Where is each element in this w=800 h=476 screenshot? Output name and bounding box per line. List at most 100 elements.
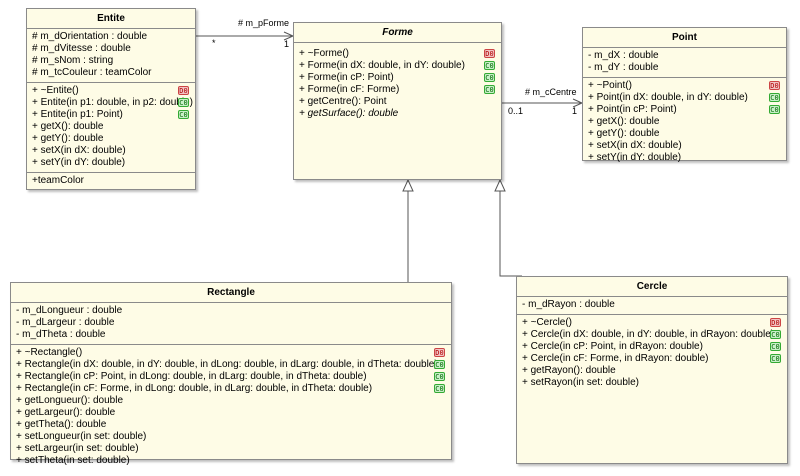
operation-text: + Cercle(in dX: double, in dY: double, i… — [522, 329, 775, 340]
operation: + Point(in dX: double, in dY: double) C0 — [583, 92, 786, 104]
attribute: - m_dTheta : double — [16, 329, 106, 340]
attribute: # m_dOrientation : double — [32, 31, 148, 42]
destructor-badge: D0 — [178, 86, 189, 95]
attributes-section: - m_dRayon : double — [517, 297, 787, 315]
operation-text: + Rectangle(in cF: Forme, in dLong: doub… — [16, 383, 373, 394]
generalization-cercle-forme — [499, 191, 522, 277]
operation: + Rectangle(in cF: Forme, in dLong: doub… — [11, 383, 451, 395]
constructor-badge: C0 — [178, 98, 189, 107]
operation: + ~Entite() D0 — [27, 85, 195, 97]
class-rectangle[interactable]: Rectangle - m_dLongueur : double - m_dLa… — [10, 282, 452, 466]
operation: + getY(): double — [588, 128, 660, 139]
attribute: # m_tcCouleur : teamColor — [32, 67, 152, 78]
operations-section: + ~Forme() D0 + Forme(in dX: double, in d… — [294, 43, 501, 123]
operation: + setY(in dY: double) — [32, 157, 126, 168]
attributes-section: - m_dLongueur : double - m_dLargeur : do… — [11, 303, 451, 345]
operation-text: + Forme(in cP: Point) — [299, 72, 394, 83]
operation-text: + ~Rectangle() — [16, 347, 83, 358]
operation: + Forme(in cF: Forme) C0 — [294, 84, 501, 96]
operation: + Cercle(in dX: double, in dY: double, i… — [517, 329, 787, 341]
operation: + setLongueur(in set: double) — [16, 431, 147, 442]
operations-section: + ~Point() D0 + Point(in dX: double, in d… — [583, 78, 786, 167]
operation: + ~Forme() D0 — [294, 48, 501, 60]
attribute: - m_dX : double — [588, 50, 659, 61]
attributes-section: # m_dOrientation : double # m_dVitesse :… — [27, 29, 195, 83]
operation-text: + Forme(in dX: double, in dY: double) — [299, 60, 465, 71]
attribute: # m_dVitesse : double — [32, 43, 131, 54]
constructor-badge: C0 — [484, 85, 495, 94]
attribute: - m_dLongueur : double — [16, 305, 123, 316]
constructor-badge: C0 — [178, 110, 189, 119]
constructor-badge: C0 — [434, 360, 445, 369]
operation: + Entite(in p1: Point) C0 — [27, 109, 195, 121]
attributes-section: - m_dX : double - m_dY : double — [583, 48, 786, 78]
class-name: Cercle — [517, 277, 787, 297]
attribute: - m_dY : double — [588, 62, 659, 73]
class-forme[interactable]: Forme + ~Forme() D0 + Forme(in dX: double… — [293, 22, 502, 180]
attribute: - m_dLargeur : double — [16, 317, 115, 328]
constructor-badge: C0 — [484, 73, 495, 82]
operation-text: + Rectangle(in cP: Point, in dLong: doub… — [16, 371, 367, 382]
operation: + getLargeur(): double — [16, 407, 116, 418]
operation: + getTheta(): double — [16, 419, 107, 430]
attribute: - m_dRayon : double — [522, 299, 615, 310]
operation: + setX(in dX: double) — [588, 140, 682, 151]
operation: + setLargeur(in set: double) — [16, 443, 139, 454]
constructor-badge: C0 — [769, 93, 780, 102]
operation: + getY(): double — [32, 133, 104, 144]
constructor-badge: C0 — [770, 342, 781, 351]
destructor-badge: D0 — [769, 81, 780, 90]
constructor-badge: C0 — [484, 61, 495, 70]
constructor-badge: C0 — [770, 354, 781, 363]
class-name: Forme — [294, 23, 501, 43]
operation-text: + Point(in dX: double, in dY: double) — [588, 92, 748, 103]
operations-section: + ~Rectangle() D0 + Rectangle(in dX: doub… — [11, 345, 451, 470]
operation-text: + Cercle(in cF: Forme, in dRayon: double… — [522, 353, 709, 364]
operation-text: + ~Cercle() — [522, 317, 573, 328]
destructor-badge: D0 — [484, 49, 495, 58]
operation: + setX(in dX: double) — [32, 145, 126, 156]
operation-text: + ~Entite() — [32, 85, 79, 96]
operation-text: + Point(in cP: Point) — [588, 104, 677, 115]
operation: + ~Cercle() D0 — [517, 317, 787, 329]
abstract-operation: + getSurface(): double — [299, 108, 399, 119]
extra-section: +teamColor — [27, 173, 195, 190]
operation: + setRayon(in set: double) — [522, 377, 640, 388]
operation: + setY(in dY: double) — [588, 152, 682, 163]
operation: + getRayon(): double — [522, 365, 616, 376]
operation: + Cercle(in cF: Forme, in dRayon: double… — [517, 353, 787, 365]
extra-item: +teamColor — [32, 175, 84, 186]
operation: + ~Point() D0 — [583, 80, 786, 92]
operation: + Forme(in cP: Point) C0 — [294, 72, 501, 84]
class-entite[interactable]: Entite # m_dOrientation : double # m_dVi… — [26, 8, 196, 190]
operation: + Cercle(in cP: Point, in dRayon: double… — [517, 341, 787, 353]
destructor-badge: D0 — [434, 348, 445, 357]
operation-text: + ~Point() — [588, 80, 632, 91]
operation-text: + Entite(in p1: Point) — [32, 109, 123, 120]
class-point[interactable]: Point - m_dX : double - m_dY : double + … — [582, 27, 787, 163]
attribute: # m_sNom : string — [32, 55, 114, 66]
operation: + Forme(in dX: double, in dY: double) C0 — [294, 60, 501, 72]
constructor-badge: C0 — [770, 330, 781, 339]
operations-section: + ~Cercle() D0 + Cercle(in dX: double, in… — [517, 315, 787, 392]
class-name: Rectangle — [11, 283, 451, 303]
destructor-badge: D0 — [770, 318, 781, 327]
multiplicity-label: 1 — [284, 39, 290, 49]
operation: + Entite(in p1: double, in p2: double)C0 — [27, 97, 195, 109]
constructor-badge: C0 — [434, 384, 445, 393]
operation-text: + Cercle(in cP: Point, in dRayon: double… — [522, 341, 703, 352]
multiplicity-label: 0..1 — [508, 106, 524, 116]
operation: + Rectangle(in dX: double, in dY: double… — [11, 359, 451, 371]
operation-text: + Forme(in cF: Forme) — [299, 84, 400, 95]
class-cercle[interactable]: Cercle - m_dRayon : double + ~Cercle() D0… — [516, 276, 788, 464]
class-name: Point — [583, 28, 786, 48]
operation-text: + ~Forme() — [299, 48, 350, 59]
operations-section: + ~Entite() D0 + Entite(in p1: double, in… — [27, 83, 195, 173]
operation: + getX(): double — [32, 121, 104, 132]
generalization-triangle-rectangle — [402, 178, 414, 192]
operation: + setTheta(in set: double) — [16, 455, 130, 466]
constructor-badge: C0 — [769, 105, 780, 114]
multiplicity-label: 1 — [572, 106, 578, 116]
generalization-triangle-cercle — [494, 178, 506, 192]
